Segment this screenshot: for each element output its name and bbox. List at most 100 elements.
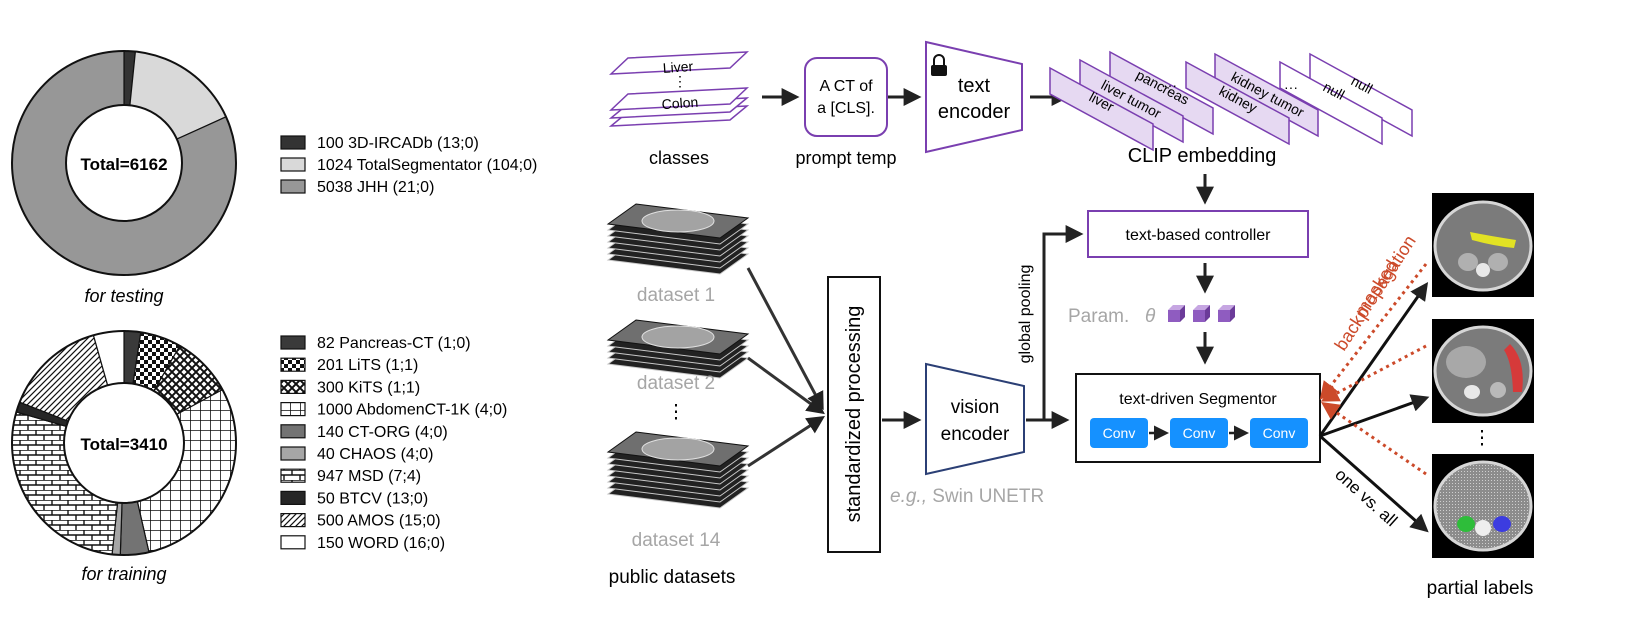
train-outer-ring xyxy=(11,330,237,556)
datasets-dots: ⋮ xyxy=(667,402,686,423)
train-legend-swatch-9 xyxy=(280,535,306,550)
test-legend: 100 3D-IRCADb (13;0) 1024 TotalSegmentato… xyxy=(280,135,537,196)
global-pooling-label: global pooling xyxy=(1017,265,1034,364)
ct-thumbnail-2 xyxy=(1432,319,1534,423)
vision-encoder-line-2: encoder xyxy=(941,424,1010,445)
standardized-processing-box xyxy=(827,276,881,553)
vision-encoder-shape xyxy=(925,362,1025,476)
vision-example-rest: Swin UNETR xyxy=(927,486,1044,507)
conv-block-3 xyxy=(1250,418,1308,448)
train-legend-swatch-0 xyxy=(280,335,306,350)
classes-label: classes xyxy=(649,148,709,168)
train-legend-label-7: 50 BTCV (13;0) xyxy=(317,490,428,507)
conv-label-3: Conv xyxy=(1263,425,1296,441)
clip-embedding-cards: pancreas liver tumor liver kidney tumor … xyxy=(1049,50,1413,152)
conv-block-2 xyxy=(1170,418,1228,448)
test-caption: for testing xyxy=(84,286,163,306)
test-legend-label-1: 1024 TotalSegmentator (104;0) xyxy=(317,157,537,174)
prompt-line-2: a [CLS]. xyxy=(817,100,875,117)
vision-encoder-line-1: vision xyxy=(951,397,1000,418)
arrow-out-2 xyxy=(1319,394,1430,438)
conv-label-1: Conv xyxy=(1103,425,1136,441)
train-legend-label-1: 201 LiTS (1;1) xyxy=(317,357,418,374)
train-legend-label-0: 82 Pancreas-CT (1;0) xyxy=(317,335,471,352)
spleen-highlight xyxy=(1504,344,1523,392)
dataset-14-label: dataset 14 xyxy=(632,530,721,551)
train-legend-swatch-5 xyxy=(280,446,306,461)
dataset-stacks xyxy=(606,203,750,509)
test-donut-hole xyxy=(65,104,183,222)
test-total-label: Total=6162 xyxy=(80,155,167,174)
train-legend-label-4: 140 CT-ORG (4;0) xyxy=(317,424,448,441)
clip-card-liver xyxy=(1049,66,1154,152)
train-legend: 82 Pancreas-CT (1;0) 201 LiTS (1;1) 300 Ki… xyxy=(280,335,507,552)
clip-card-null-2 xyxy=(1309,52,1413,138)
vision-example: e.g., Swin UNETR xyxy=(890,486,1044,507)
arrow-dataset-14 xyxy=(747,416,826,468)
train-total-label: Total=3410 xyxy=(80,435,167,454)
test-legend-swatch-1 xyxy=(280,157,306,172)
train-donut-hole xyxy=(63,382,185,504)
class-label-colon: Colon xyxy=(661,94,699,113)
train-legend-swatch-3 xyxy=(280,402,306,417)
clip-card-kidney-tumor xyxy=(1214,52,1319,138)
vision-example-prefix: e.g., xyxy=(890,486,927,507)
arrow-global-pooling xyxy=(1042,225,1084,420)
dataset-stack-2-ct-body xyxy=(641,437,715,461)
text-encoder-line-2: encoder xyxy=(938,101,1011,123)
conv-label-2: Conv xyxy=(1183,425,1216,441)
classes-dots: ⋮ xyxy=(673,73,687,89)
test-outer-ring xyxy=(11,50,237,276)
dataset-1-label: dataset 1 xyxy=(637,285,715,306)
backpropagation-label: backpropagation xyxy=(1331,232,1420,355)
test-legend-label-2: 5038 JHH (21;0) xyxy=(317,179,434,196)
prompt-template-box xyxy=(804,57,888,137)
public-datasets-label: public datasets xyxy=(609,567,736,588)
pancreas-highlight xyxy=(1470,232,1516,248)
train-legend-swatch-1 xyxy=(280,357,306,372)
train-legend-label-3: 1000 AbdomenCT-1K (4;0) xyxy=(317,402,507,419)
prompt-line-1: A CT of xyxy=(819,78,873,95)
param-theta: θ xyxy=(1145,306,1156,327)
dataset-stack-0-ct-body xyxy=(641,209,715,233)
train-legend-swatch-2 xyxy=(280,379,306,394)
test-legend-swatch-2 xyxy=(280,179,306,194)
class-label-liver: Liver xyxy=(662,58,694,76)
text-encoder-shape xyxy=(925,40,1023,154)
train-legend-label-5: 40 CHAOS (4;0) xyxy=(317,446,433,463)
clip-dots-2: ··· xyxy=(1284,79,1298,95)
dashed-backprop-2 xyxy=(1320,344,1427,402)
partial-labels-label: partial labels xyxy=(1427,578,1534,599)
param-cubes-icon xyxy=(1168,305,1235,322)
train-legend-swatch-7 xyxy=(280,490,306,505)
train-legend-label-2: 300 KiTS (1;1) xyxy=(317,379,420,396)
arrow-dataset-2 xyxy=(747,356,825,415)
clip-dots-1: ··· xyxy=(1163,77,1177,93)
test-legend-label-0: 100 3D-IRCADb (13;0) xyxy=(317,135,479,152)
train-legend-swatch-6 xyxy=(280,468,306,483)
dashed-backprop-3 xyxy=(1321,401,1427,476)
train-legend-swatch-8 xyxy=(280,512,306,528)
test-legend-swatch-0 xyxy=(280,135,306,150)
clip-card-pancreas xyxy=(1109,50,1214,136)
conv-block-1 xyxy=(1090,418,1148,448)
ct-thumbnail-1 xyxy=(1432,193,1534,297)
train-legend-label-6: 947 MSD (7;4) xyxy=(317,468,421,485)
arrow-out-3 xyxy=(1319,434,1429,533)
train-legend-swatch-4 xyxy=(280,424,306,439)
prompt-label: prompt temp xyxy=(795,148,896,168)
class-card-colon xyxy=(609,87,749,111)
train-legend-label-9: 150 WORD (16;0) xyxy=(317,535,445,552)
clip-card-null-1 xyxy=(1279,60,1383,146)
clip-card-kidney xyxy=(1185,60,1290,146)
partial-labels-dots: ⋮ xyxy=(1473,428,1492,449)
dataset-stack-1-ct-body xyxy=(641,325,715,349)
clip-embedding-label: CLIP embedding xyxy=(1128,145,1277,167)
class-card-liver xyxy=(609,51,749,75)
param-label: Param. xyxy=(1068,306,1129,327)
text-based-controller-box xyxy=(1087,210,1309,258)
train-caption: for training xyxy=(81,564,166,584)
dataset-2-label: dataset 2 xyxy=(637,373,715,394)
kidney-right-highlight xyxy=(1493,516,1511,532)
